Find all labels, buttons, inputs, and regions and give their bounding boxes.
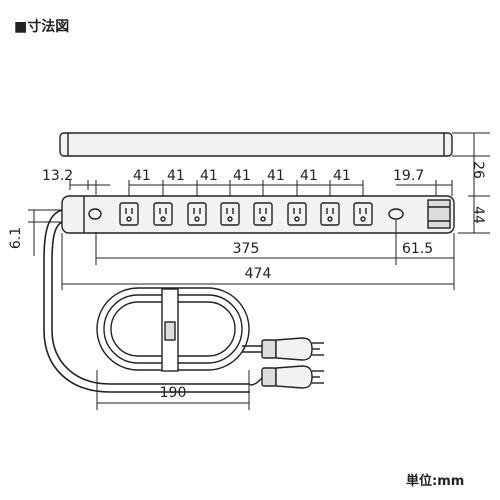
dim-pitch-5: 41 [267,168,285,184]
dim-pitch-1: 41 [133,168,151,184]
power-strip-body [61,195,455,234]
dim-side-depth: 26 [470,161,486,179]
dim-coil-width: 190 [160,385,187,401]
dim-outlet-span: 375 [233,241,260,257]
dim-right-offset: 19.7 [393,168,424,184]
dim-left-offset: 13.2 [42,168,73,184]
dim-end-length: 61.5 [402,241,433,257]
switch-circle [88,208,102,220]
dimension-labels: 13.2 41 41 41 41 41 41 41 19.7 26 44 6.1… [8,161,486,401]
dim-pitch-6: 41 [300,168,318,184]
dim-pitch-4: 41 [233,168,251,184]
unit-label: 単位:mm [406,474,465,489]
dimension-lines [28,132,490,410]
dim-side-height: 44 [470,206,486,224]
indicator-circle [388,208,404,220]
diagram-title: ■寸法図 [14,19,70,35]
dim-pitch-7: 41 [333,168,351,184]
side-view [59,132,490,157]
power-cord [43,209,263,393]
plug-upper [261,337,324,361]
outlets [119,202,373,226]
dim-pitch-3: 41 [200,168,218,184]
dim-cord-offset: 6.1 [8,227,24,249]
dim-total-length: 474 [245,266,272,282]
dim-pitch-2: 41 [167,168,185,184]
plug-lower [261,365,324,389]
